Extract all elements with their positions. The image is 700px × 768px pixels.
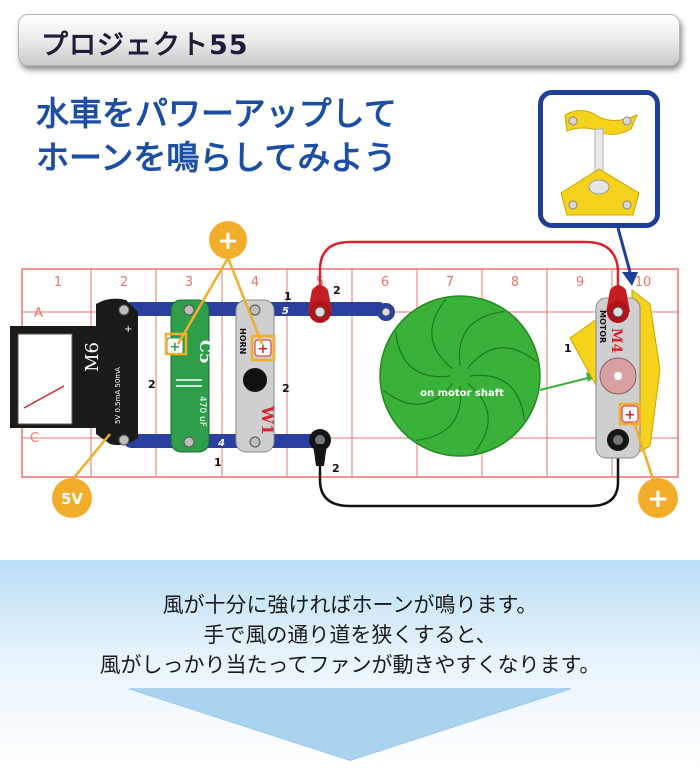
m4-name: MOTOR xyxy=(598,310,607,343)
fan-blade xyxy=(431,298,454,370)
col-label: 8 xyxy=(511,275,519,290)
inset-callout-line xyxy=(616,227,632,273)
m4-code: M4 xyxy=(608,328,624,353)
fan-part-inset xyxy=(538,90,660,228)
inset-callout-arrow xyxy=(622,272,638,286)
grid-column-labels: 1 2 3 4 5 6 7 8 9 10 xyxy=(54,275,651,290)
explanation-text: 風が十分に強ければホーンが鳴ります。 手で風の通り道を狭くすると、 風がしっかり… xyxy=(0,590,700,680)
page-title: プロジェクト55 xyxy=(41,30,249,61)
explanation-panel: 風が十分に強ければホーンが鳴ります。 手で風の通り道を狭くすると、 風がしっかり… xyxy=(0,560,700,768)
plus-badge-top: + xyxy=(209,221,247,259)
level-label: 1 xyxy=(564,342,572,355)
plus-icon: + xyxy=(647,484,669,514)
wire-4-label: 4 xyxy=(217,438,225,449)
level-label: 2 xyxy=(148,378,156,391)
fan-blade xyxy=(382,382,454,405)
plus-badge-right: + xyxy=(638,478,678,518)
fan-label: on motor shaft xyxy=(420,388,504,399)
fan-blade xyxy=(466,382,489,454)
m4-highlight xyxy=(618,402,642,426)
m6-spec: 5V 0.5mA 50mA xyxy=(114,367,122,424)
row-label-a: A xyxy=(34,306,43,321)
black-wire-snap-right xyxy=(607,429,629,451)
explanation-line-1: 風が十分に強ければホーンが鳴ります。 xyxy=(162,593,538,617)
fan-blade-on-motor-icon xyxy=(543,95,655,223)
level-label: 2 xyxy=(332,462,340,475)
level-labels: 1 2 2 1 2 2 1 xyxy=(148,284,572,475)
fan-blade xyxy=(415,385,462,441)
col-label: 1 xyxy=(54,275,62,290)
c5-value: 470 uF xyxy=(197,396,207,427)
volt-badge: 5V xyxy=(52,478,92,518)
fan-blade xyxy=(466,347,538,370)
m4-plus: + xyxy=(625,408,636,423)
row-label-c: C xyxy=(30,431,39,446)
headline-line-1: 水車をパワーアップして xyxy=(36,94,397,133)
circuit-diagram: 1 2 3 4 5 6 7 8 9 10 A C 5 4 M6 5V 0.5mA… xyxy=(10,221,679,518)
next-arrow-icon xyxy=(128,688,572,760)
level-label: 1 xyxy=(214,456,222,469)
col-label: 4 xyxy=(251,275,259,290)
level-label: 2 xyxy=(333,284,341,297)
w1-code: W1 xyxy=(258,405,277,435)
c5-code: C5 xyxy=(196,340,215,364)
explanation-line-2: 手で風の通り道を狭くすると、 xyxy=(203,623,497,647)
m6-plus: + xyxy=(124,324,132,335)
w1-plus: + xyxy=(258,342,269,357)
level-label: 2 xyxy=(282,382,290,395)
m6-meter: M6 5V 0.5mA 50mA + xyxy=(10,298,138,446)
plus-icon: + xyxy=(217,226,239,256)
red-wire-snap-left xyxy=(308,285,332,323)
black-wire xyxy=(318,438,620,508)
col-label: 9 xyxy=(576,275,584,290)
fan: on motor shaft xyxy=(379,295,597,457)
level-label: 1 xyxy=(284,290,292,303)
col-label: 7 xyxy=(446,275,454,290)
black-wire-snap-left xyxy=(309,429,331,466)
col-label: 2 xyxy=(120,275,128,290)
c5-highlight xyxy=(164,332,188,356)
w1-horn: HORN W1 + xyxy=(235,299,277,453)
explanation-line-3: 風がしっかり当たってファンが動きやすくなります。 xyxy=(99,653,601,677)
fan-blade xyxy=(395,331,451,378)
c5-plus: + xyxy=(170,340,181,355)
volt-label: 5V xyxy=(61,490,83,508)
fan-blade xyxy=(469,374,525,421)
title-bar: プロジェクト55 xyxy=(18,14,680,66)
red-wire xyxy=(318,240,620,302)
col-label: 6 xyxy=(381,275,389,290)
red-wire-snap-right xyxy=(606,285,630,323)
w1-highlight xyxy=(250,334,276,362)
col-label: 3 xyxy=(185,275,193,290)
pointer-lines xyxy=(71,257,656,483)
wire-5-label: 5 xyxy=(282,306,289,317)
m6-code: M6 xyxy=(82,342,103,372)
fan-blade xyxy=(458,311,505,367)
col-label: 10 xyxy=(635,275,652,290)
headline-line-2: ホーンを鳴らしてみよう xyxy=(36,138,397,177)
w1-name: HORN xyxy=(238,328,247,354)
headline: 水車をパワーアップして ホーンを鳴らしてみよう xyxy=(36,92,397,180)
